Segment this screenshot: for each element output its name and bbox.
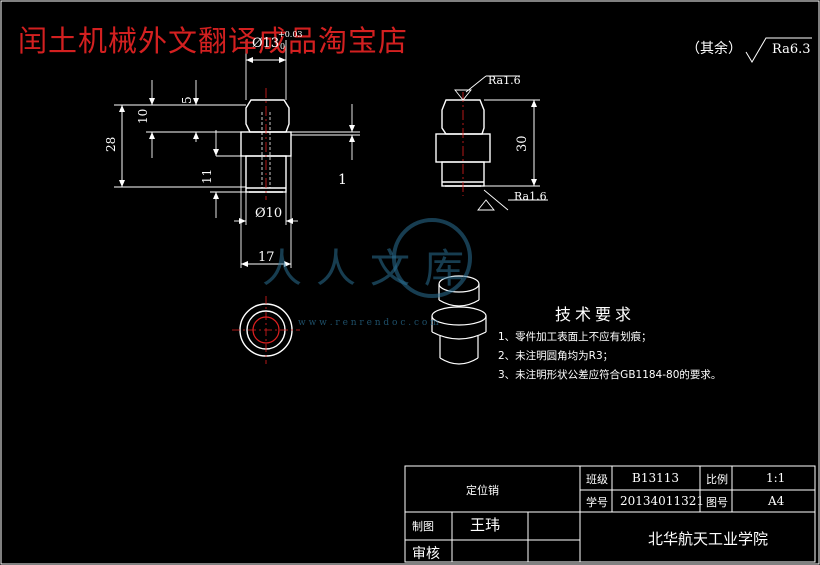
tech-requirement-item: 1、零件加工表面上不应有划痕； xyxy=(498,331,652,343)
ra-callout-bottom: Ra1.6 xyxy=(514,190,547,203)
logo-watermark-url: w w w . r e n r e n d o c . c o m xyxy=(298,318,439,328)
drawn-label: 制图 xyxy=(412,520,434,533)
rest-finish-symbol xyxy=(745,37,812,63)
front-view xyxy=(240,88,292,200)
student-no-value: 20134011321 xyxy=(620,494,704,508)
dim-30: 30 xyxy=(515,135,530,152)
dim-17: 17 xyxy=(258,250,275,265)
class-value: B13113 xyxy=(632,471,679,485)
class-label: 班级 xyxy=(586,473,608,486)
dim-dia13-lower: 0 xyxy=(280,42,286,51)
drawn-value: 王玮 xyxy=(470,516,501,534)
side-view-dimensions xyxy=(454,75,548,211)
dim-dia10: Ø10 xyxy=(255,206,283,221)
dim-dia13: Ø13 xyxy=(252,36,280,51)
dim-dia13-upper: +0.03 xyxy=(278,30,303,39)
tech-requirement-item: 3、未注明形状公差应符合GB1184-80的要求。 xyxy=(498,369,722,381)
shop-watermark: 闰土机械外文翻译成品淘宝店 xyxy=(18,24,409,58)
student-no-label: 学号 xyxy=(586,496,608,509)
scale-value: 1:1 xyxy=(766,471,786,485)
side-view xyxy=(435,92,491,196)
review-label: 审核 xyxy=(412,546,440,562)
logo-watermark xyxy=(392,218,472,298)
dim-5: 5 xyxy=(180,96,194,104)
dim-11: 11 xyxy=(200,168,214,184)
isometric-sketch xyxy=(431,275,487,365)
front-view-dimensions xyxy=(114,40,360,268)
rest-finish-label: （其余） xyxy=(686,41,742,57)
dim-10: 10 xyxy=(136,108,150,124)
drawing-no-value: A4 xyxy=(768,494,785,508)
ra-callout-top: Ra1.6 xyxy=(488,74,521,87)
scale-label: 比例 xyxy=(706,473,728,486)
dim-1: 1 xyxy=(338,172,347,188)
part-name: 定位销 xyxy=(466,484,499,497)
logo-watermark-text: 人人文库 xyxy=(262,246,478,292)
rest-finish-value: Ra6.3 xyxy=(772,42,811,57)
top-view xyxy=(232,296,300,364)
tech-requirements-list: 1、零件加工表面上不应有划痕； 2、未注明圆角均为R3； 3、未注明形状公差应符… xyxy=(498,328,721,385)
tech-requirement-item: 2、未注明圆角均为R3； xyxy=(498,350,614,362)
dim-28: 28 xyxy=(104,136,118,152)
school-name: 北华航天工业学院 xyxy=(648,530,769,548)
drawing-no-label: 图号 xyxy=(706,496,728,509)
tech-requirements-title: 技术要求 xyxy=(555,305,636,324)
title-block xyxy=(404,465,816,563)
